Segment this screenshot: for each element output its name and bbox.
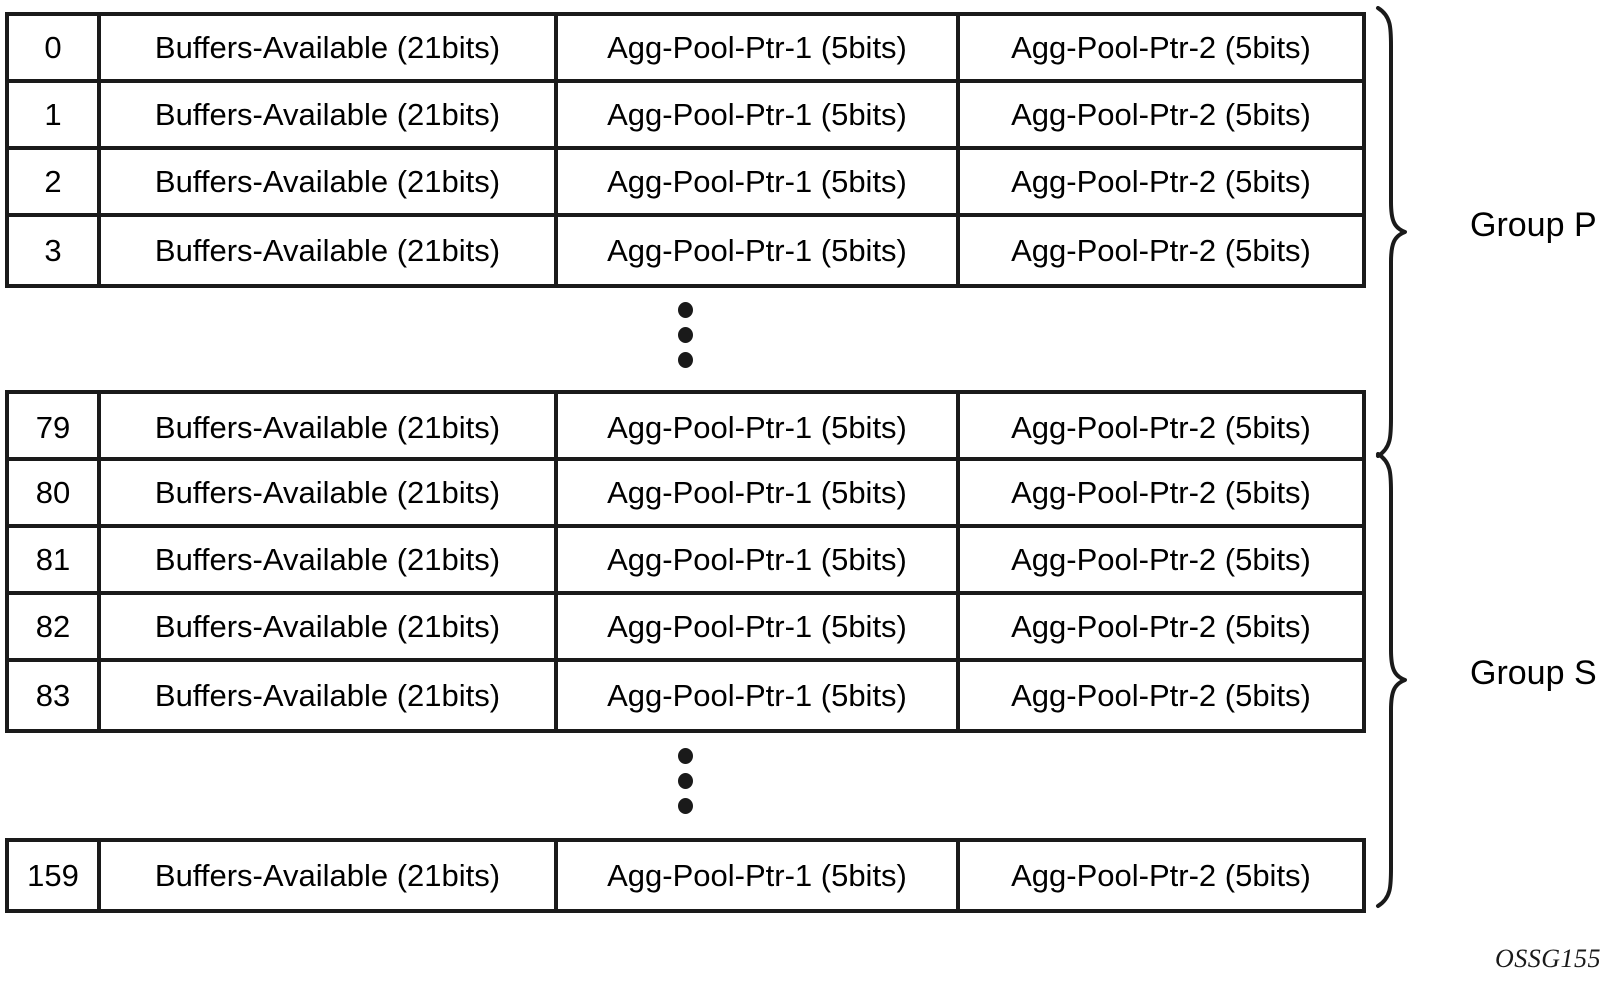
buffers-available-cell: Buffers-Available (21bits)	[101, 150, 558, 213]
table-row: 1 Buffers-Available (21bits) Agg-Pool-Pt…	[9, 83, 1362, 150]
table-row: 81 Buffers-Available (21bits) Agg-Pool-P…	[9, 528, 1362, 595]
group-p-label: Group P	[1470, 206, 1597, 244]
table-row: 3 Buffers-Available (21bits) Agg-Pool-Pt…	[9, 217, 1362, 284]
row-index-cell: 1	[9, 83, 101, 146]
group-p-brace	[1374, 6, 1414, 458]
row-index-cell: 82	[9, 595, 101, 658]
row-index-cell: 2	[9, 150, 101, 213]
agg-pool-ptr-2-cell: Agg-Pool-Ptr-2 (5bits)	[1011, 475, 1311, 510]
agg-pool-ptr-1-cell: Agg-Pool-Ptr-1 (5bits)	[558, 83, 960, 146]
table-row: 0 Buffers-Available (21bits) Agg-Pool-Pt…	[9, 16, 1362, 83]
table-row: 82 Buffers-Available (21bits) Agg-Pool-P…	[9, 595, 1362, 662]
agg-pool-ptr-1-cell: Agg-Pool-Ptr-1 (5bits)	[558, 150, 960, 213]
agg-pool-ptr-2-cell: Agg-Pool-Ptr-2 (5bits)	[1011, 97, 1311, 132]
buffers-available-cell: Buffers-Available (21bits)	[101, 394, 558, 461]
buffers-available-cell: Buffers-Available (21bits)	[101, 662, 558, 729]
agg-pool-ptr-1-cell: Agg-Pool-Ptr-1 (5bits)	[558, 217, 960, 284]
buffers-available-cell: Buffers-Available (21bits)	[101, 461, 558, 524]
agg-pool-ptr-1-cell: Agg-Pool-Ptr-1 (5bits)	[558, 394, 960, 461]
agg-pool-ptr-1-cell: Agg-Pool-Ptr-1 (5bits)	[558, 595, 960, 658]
agg-pool-ptr-1-cell: Agg-Pool-Ptr-1 (5bits)	[558, 842, 960, 909]
table-block-row-79: 79 Buffers-Available (21bits) Agg-Pool-P…	[5, 390, 1366, 465]
agg-pool-ptr-2-cell: Agg-Pool-Ptr-2 (5bits)	[1011, 164, 1311, 199]
agg-pool-ptr-1-cell: Agg-Pool-Ptr-1 (5bits)	[558, 461, 960, 524]
group-s-brace	[1374, 452, 1414, 910]
vertical-ellipsis-icon-lower	[670, 748, 700, 814]
row-index-cell: 79	[9, 394, 101, 461]
agg-pool-ptr-2-cell: Agg-Pool-Ptr-2 (5bits)	[1011, 678, 1311, 713]
row-index-cell: 80	[9, 461, 101, 524]
buffers-available-cell: Buffers-Available (21bits)	[101, 595, 558, 658]
agg-pool-ptr-2-cell: Agg-Pool-Ptr-2 (5bits)	[1011, 233, 1311, 268]
table-block-rows-0-3: 0 Buffers-Available (21bits) Agg-Pool-Pt…	[5, 12, 1366, 288]
agg-pool-ptr-2-cell: Agg-Pool-Ptr-2 (5bits)	[1011, 30, 1311, 65]
agg-pool-ptr-2-cell: Agg-Pool-Ptr-2 (5bits)	[1011, 542, 1311, 577]
buffers-available-cell: Buffers-Available (21bits)	[101, 217, 558, 284]
agg-pool-ptr-1-cell: Agg-Pool-Ptr-1 (5bits)	[558, 16, 960, 79]
table-row: 79 Buffers-Available (21bits) Agg-Pool-P…	[9, 394, 1362, 461]
agg-pool-ptr-1-cell: Agg-Pool-Ptr-1 (5bits)	[558, 528, 960, 591]
agg-pool-ptr-2-cell: Agg-Pool-Ptr-2 (5bits)	[1011, 410, 1311, 445]
row-index-cell: 3	[9, 217, 101, 284]
vertical-ellipsis-icon-upper	[670, 302, 700, 368]
table-row: 83 Buffers-Available (21bits) Agg-Pool-P…	[9, 662, 1362, 729]
row-index-cell: 83	[9, 662, 101, 729]
table-row: 2 Buffers-Available (21bits) Agg-Pool-Pt…	[9, 150, 1362, 217]
table-row: 159 Buffers-Available (21bits) Agg-Pool-…	[9, 842, 1362, 909]
table-row: 80 Buffers-Available (21bits) Agg-Pool-P…	[9, 461, 1362, 528]
agg-pool-ptr-1-cell: Agg-Pool-Ptr-1 (5bits)	[558, 662, 960, 729]
group-s-label: Group S	[1470, 654, 1597, 692]
row-index-cell: 159	[9, 842, 101, 909]
table-block-rows-80-83: 80 Buffers-Available (21bits) Agg-Pool-P…	[5, 457, 1366, 733]
buffers-available-cell: Buffers-Available (21bits)	[101, 16, 558, 79]
agg-pool-ptr-2-cell: Agg-Pool-Ptr-2 (5bits)	[1011, 858, 1311, 893]
row-index-cell: 81	[9, 528, 101, 591]
figure-code-label: OSSG155	[1494, 944, 1601, 973]
row-index-cell: 0	[9, 16, 101, 79]
agg-pool-ptr-2-cell: Agg-Pool-Ptr-2 (5bits)	[1011, 609, 1311, 644]
buffers-available-cell: Buffers-Available (21bits)	[101, 528, 558, 591]
buffers-available-cell: Buffers-Available (21bits)	[101, 83, 558, 146]
table-block-row-159: 159 Buffers-Available (21bits) Agg-Pool-…	[5, 838, 1366, 913]
buffers-available-cell: Buffers-Available (21bits)	[101, 842, 558, 909]
